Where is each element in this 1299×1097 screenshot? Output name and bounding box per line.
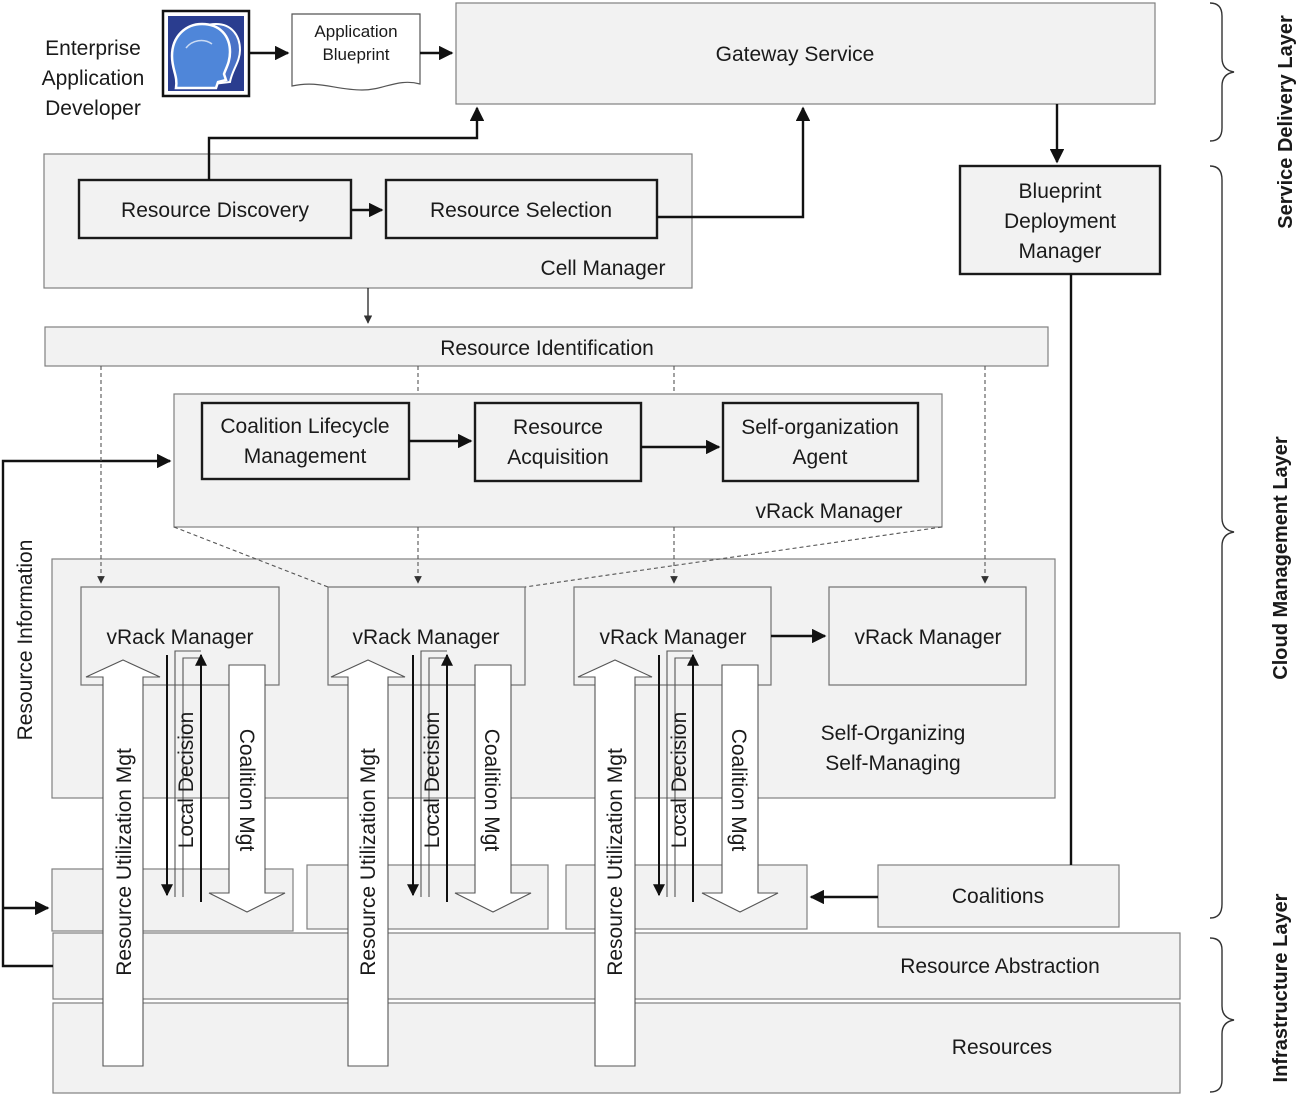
coalition-lifecycle-box (200, 401, 411, 481)
coalition-mgt-label-1: Coalition Mgt (235, 729, 258, 852)
resource-abstraction-label: Resource Abstraction (900, 955, 1100, 978)
utilization-label-3: Resource Utilization Mgt (604, 748, 627, 976)
resource-identification-label: Resource Identification (440, 337, 654, 360)
vrack-manager-label-1: vRack Manager (106, 626, 253, 649)
resource-acquisition-line1: Resource (513, 416, 603, 439)
resource-acquisition-box (473, 401, 643, 483)
resource-information-loop (1, 453, 172, 968)
dashed-connectors (97, 366, 989, 588)
self-managing-label: Self-Managing (825, 752, 960, 775)
local-decision-label-1: Local Decision (175, 712, 198, 849)
developer-head-icon (161, 9, 251, 98)
self-organizing-label: Self-Organizing (821, 722, 966, 745)
arrow-selection-to-gateway (657, 106, 811, 219)
utilization-label-1: Resource Utilization Mgt (113, 748, 136, 976)
coalition-lifecycle-line2: Management (244, 445, 367, 468)
resource-information-label: Resource Information (14, 540, 37, 741)
blueprint-doc-line2: Blueprint (322, 45, 389, 64)
self-organization-agent-box (721, 401, 920, 483)
bdm-line1: Blueprint (1019, 180, 1102, 203)
resource-selection-label: Resource Selection (430, 199, 612, 222)
local-decision-label-2: Local Decision (421, 712, 444, 849)
resource-acquisition-line2: Acquisition (507, 446, 609, 469)
vrack-manager-box-4 (828, 586, 1027, 686)
gateway-service-box (455, 2, 1156, 105)
cloud-management-layer-label: Cloud Management Layer (1270, 436, 1292, 680)
self-organization-agent-line2: Agent (793, 446, 848, 469)
local-decision-label-3: Local Decision (668, 712, 691, 849)
vrack-manager-label-3: vRack Manager (599, 626, 746, 649)
developer-label-line2: Application (42, 67, 145, 90)
self-organization-agent-line1: Self-organization (741, 416, 899, 439)
developer-label-line1: Enterprise (45, 37, 141, 60)
vrack-arrow-group-1 (85, 650, 286, 1067)
bdm-line2: Deployment (1004, 210, 1116, 233)
infrastructure-layer-label: Infrastructure Layer (1270, 893, 1292, 1082)
brace-service-delivery (1209, 2, 1235, 142)
blueprint-deployment-manager-box (958, 164, 1162, 276)
vrack-arrow-group-2 (330, 650, 532, 1067)
coalition-mgt-label-2: Coalition Mgt (480, 729, 503, 852)
brace-infrastructure (1209, 937, 1235, 1093)
coalition-mgt-label-3: Coalition Mgt (727, 729, 750, 852)
bdm-line3: Manager (1019, 240, 1102, 263)
gateway-service-label: Gateway Service (716, 43, 875, 66)
resource-identification-bar (44, 326, 1049, 367)
cell-manager-label: Cell Manager (541, 257, 666, 280)
coalition-lifecycle-line1: Coalition Lifecycle (220, 415, 389, 438)
resource-discovery-box (77, 178, 353, 240)
vrack-manager-label-4: vRack Manager (854, 626, 1001, 649)
blueprint-doc-line1: Application (314, 22, 397, 41)
vrack-manager-panel-label: vRack Manager (755, 500, 902, 523)
arrow-discovery-to-gateway (207, 106, 485, 180)
brace-cloud-management (1209, 165, 1235, 919)
resource-discovery-label: Resource Discovery (121, 199, 309, 222)
utilization-label-2: Resource Utilization Mgt (357, 748, 380, 976)
developer-label-line3: Developer (45, 97, 141, 120)
service-delivery-layer-label: Service Delivery Layer (1275, 15, 1297, 229)
vrack-manager-label-2: vRack Manager (352, 626, 499, 649)
resource-selection-box (384, 178, 659, 240)
resources-label: Resources (952, 1036, 1052, 1059)
vrack-arrow-group-3 (577, 650, 779, 1067)
application-blueprint-document (291, 13, 421, 91)
coalitions-label: Coalitions (952, 885, 1044, 908)
coalitions-box (877, 864, 1120, 928)
